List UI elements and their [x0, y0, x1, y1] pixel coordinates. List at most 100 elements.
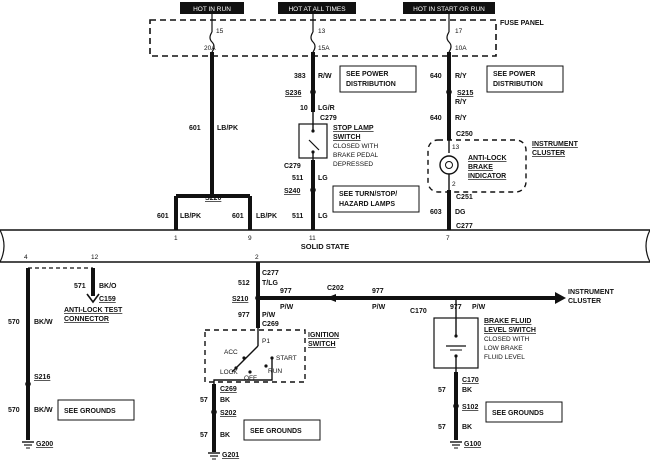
brake-fluid-desc-2: LOW BRAKE: [484, 345, 523, 352]
fuse-17-num: 17: [455, 28, 463, 35]
stop-lamp-switch-contact: [308, 139, 320, 151]
abs-pin-2: 2: [452, 181, 456, 188]
hot-in-run-box: [180, 2, 244, 14]
circuit-601-color: LB/PK: [217, 125, 238, 132]
abs-pin-13: 13: [452, 144, 460, 151]
hot-in-run-label: HOT IN RUN: [193, 6, 231, 13]
ss-pin-9: 9: [248, 235, 252, 242]
fuse-15-num: 15: [216, 28, 224, 35]
circuit-977-b-color: P/W: [372, 304, 386, 311]
solid-state-label: SOLID STATE: [301, 242, 349, 251]
ss-pin-4: 4: [24, 254, 28, 261]
circuit-57-a-num: 57: [200, 397, 208, 404]
fuse-10a-symbol: [446, 31, 452, 53]
ignition-switch-title-1: IGNITION: [308, 332, 339, 339]
splice-s102-label: S102: [462, 404, 478, 411]
connector-c269-bottom: C269: [220, 386, 237, 393]
see-power-distribution-1-line1: SEE POWER: [346, 71, 388, 78]
ignition-p1-label: P1: [262, 338, 270, 345]
hot-at-all-times-label: HOT AT ALL TIMES: [288, 6, 346, 13]
stop-lamp-switch-desc-1: CLOSED WITH: [333, 143, 378, 150]
test-connector-line1: ANTI-LOCK TEST: [64, 307, 123, 314]
circuit-601-right-num: 601: [232, 213, 244, 220]
fuse-20a-symbol: [209, 31, 215, 53]
brake-fluid-desc-3: FLUID LEVEL: [484, 354, 525, 361]
circuit-570-top-num: 570: [8, 319, 20, 326]
splice-s240-label: S240: [284, 188, 300, 195]
connector-c279-bottom: C279: [284, 163, 301, 170]
circuit-640-bottom-color: R/Y: [455, 115, 467, 122]
connector-c250: C250: [456, 131, 473, 138]
instrument-cluster-right-line1: INSTRUMENT: [568, 289, 615, 296]
see-grounds-1: SEE GROUNDS: [64, 408, 116, 415]
ground-g200-label: G200: [36, 441, 53, 448]
ignition-pos-acc: ACC: [224, 349, 238, 356]
circuit-601-left-color: LB/PK: [180, 213, 201, 220]
circuit-383-num: 383: [294, 73, 306, 80]
circuit-57-a-color: BK: [220, 397, 230, 404]
circuit-977-c-num: 977: [238, 312, 250, 319]
circuit-511-top-color: LG: [318, 175, 328, 182]
see-turn-stop-hazard-line1: SEE TURN/STOP/: [339, 191, 397, 198]
connector-c159: C159: [99, 296, 116, 303]
abs-indicator-line1: ANTI-LOCK: [468, 155, 507, 162]
circuit-512-num: 512: [238, 280, 250, 287]
ignition-pos-start: START: [276, 355, 297, 362]
ground-g201-label: G201: [222, 452, 239, 459]
circuit-570-bottom-num: 570: [8, 407, 20, 414]
circuit-601-right-color: LB/PK: [256, 213, 277, 220]
connector-c277-top: C277: [456, 223, 473, 230]
circuit-571-color: BK/O: [99, 283, 117, 290]
see-grounds-box-1: [57, 399, 135, 421]
splice-s202-label: S202: [220, 410, 236, 417]
splice-s215-label: S215: [457, 90, 473, 97]
splice-s210-dot: [255, 295, 261, 301]
circuit-640-top-num: 640: [430, 73, 442, 80]
connector-c269-top: C269: [262, 321, 279, 328]
circuit-601-num: 601: [189, 125, 201, 132]
abs-indicator-line3: INDICATOR: [468, 173, 506, 180]
hot-at-all-times-box: [278, 2, 356, 14]
stop-lamp-switch-desc-3: DEPRESSED: [333, 161, 373, 168]
fuse-panel-box: [149, 19, 497, 57]
see-grounds-box-3: [485, 401, 563, 423]
circuit-511-bottom-num: 511: [292, 213, 303, 220]
ss-pin-12: 12: [91, 254, 99, 261]
splice-s240-dot: [310, 187, 316, 193]
ground-g100-label: G100: [464, 441, 481, 448]
circuit-570-top-color: BK/W: [34, 319, 53, 326]
circuit-640-bottom-num: 640: [430, 115, 442, 122]
splice-s210-label: S210: [232, 296, 248, 303]
fuse-15-amp: 20A: [204, 45, 216, 52]
circuit-977-c-color: P/W: [262, 312, 276, 319]
connector-c251: C251: [456, 194, 473, 201]
ignition-pos-off: OFF: [244, 375, 257, 382]
splice-s216-label: S216: [34, 374, 50, 381]
ss-pin-11: 11: [309, 235, 316, 242]
see-grounds-box-2: [243, 419, 321, 441]
circuit-512-color: T/LG: [262, 280, 278, 287]
hot-in-start-or-run-box: [403, 2, 495, 14]
circuit-570-bottom-color: BK/W: [34, 407, 53, 414]
circuit-57-b-num: 57: [200, 432, 208, 439]
splice-s202-dot: [211, 409, 217, 415]
circuit-977-a-color: P/W: [280, 304, 294, 311]
ignition-switch-title-2: SWITCH: [308, 341, 336, 348]
circuit-511-bottom-color: LG: [318, 213, 328, 220]
connector-c279-top: C279: [320, 115, 337, 122]
see-power-distribution-2-line2: DISTRIBUTION: [493, 81, 543, 88]
see-power-distribution-box-2: [486, 65, 564, 93]
connector-c202: C202: [327, 285, 344, 292]
circuit-603-num: 603: [430, 209, 442, 216]
brake-fluid-desc-1: CLOSED WITH: [484, 336, 529, 343]
splice-s236-label: S236: [285, 90, 301, 97]
connector-c170-top: C170: [410, 308, 427, 315]
circuit-511-top-num: 511: [292, 175, 303, 182]
circuit-57-c-color: BK: [462, 387, 472, 394]
ignition-pos-run: RUN: [268, 368, 282, 375]
circuit-571-num: 571: [74, 283, 86, 290]
splice-s215-dot: [446, 89, 452, 95]
instrument-cluster-right-line2: CLUSTER: [568, 298, 601, 305]
